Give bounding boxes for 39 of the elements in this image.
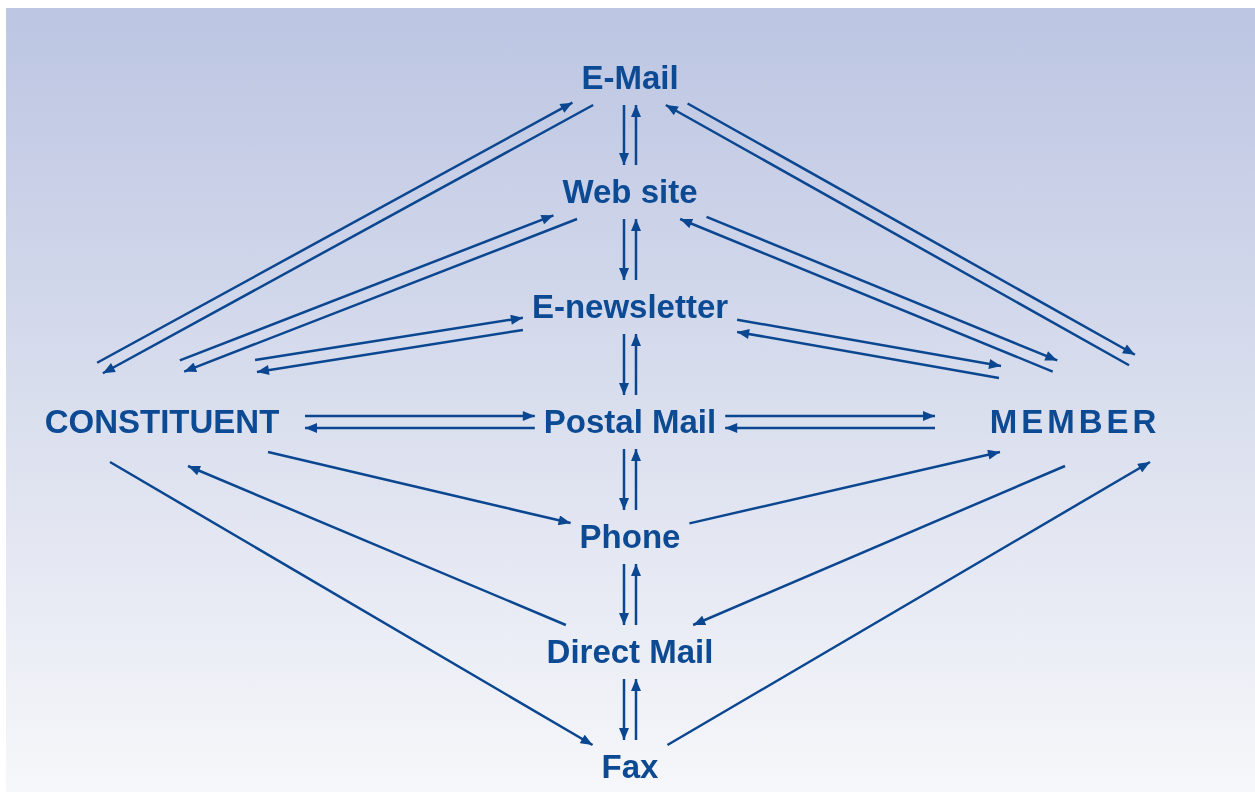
arrow (725, 411, 935, 421)
arrow (267, 450, 571, 526)
arrow (619, 105, 629, 165)
arrow (736, 318, 1002, 369)
arrow (666, 460, 1151, 747)
arrow (736, 329, 1000, 380)
channel-label: Web site (562, 174, 698, 210)
arrow (631, 679, 641, 740)
arrow (305, 423, 535, 433)
arrow (631, 334, 641, 395)
arrow (631, 564, 641, 625)
channel-label: MEMBER (989, 404, 1161, 440)
arrow (109, 460, 594, 747)
arrow (619, 219, 629, 280)
channel-label: Phone (579, 519, 681, 555)
arrow (631, 105, 641, 165)
channel-label: Fax (601, 749, 659, 785)
arrow (619, 334, 629, 395)
channel-label: Postal Mail (543, 404, 717, 440)
arrow (631, 219, 641, 280)
channel-label: E-newsletter (531, 289, 729, 325)
arrow (305, 411, 535, 421)
arrow (179, 214, 554, 362)
arrow (183, 217, 578, 373)
arrow (692, 464, 1066, 627)
channel-label: E-Mail (581, 60, 679, 96)
arrow (706, 215, 1058, 362)
arrow (689, 449, 1001, 525)
arrow (619, 679, 629, 740)
channel-label: CONSTITUENT (44, 404, 280, 440)
arrow (725, 423, 935, 433)
arrow (256, 328, 524, 375)
arrow (631, 449, 641, 510)
arrow (679, 217, 1054, 373)
arrow (254, 314, 524, 362)
arrow (187, 464, 567, 627)
arrow (619, 564, 629, 625)
arrow (619, 449, 629, 510)
channel-label: Direct Mail (546, 634, 714, 670)
